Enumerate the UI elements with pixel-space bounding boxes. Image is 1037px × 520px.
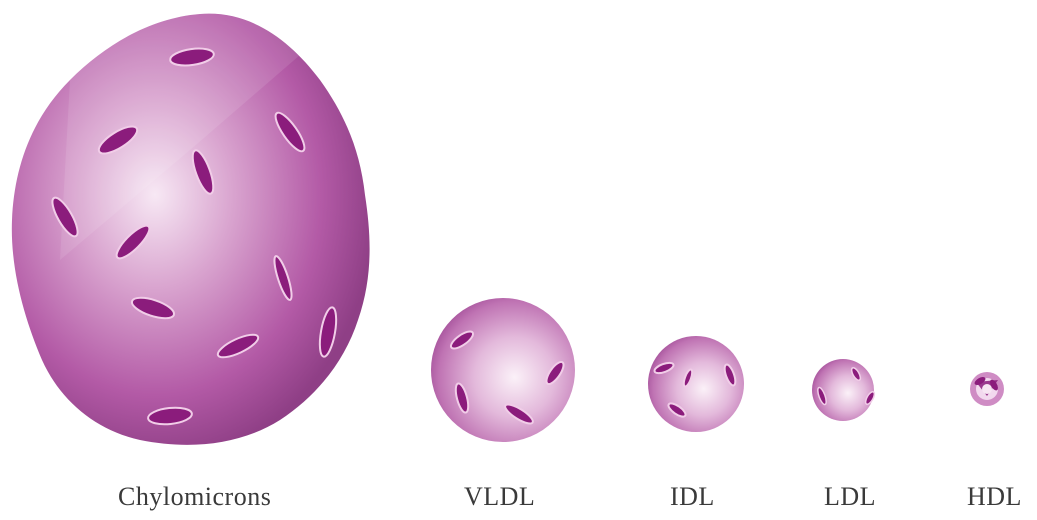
idl-particle (648, 336, 744, 432)
label-idl: IDL (670, 482, 715, 512)
label-hdl: HDL (967, 482, 1022, 512)
label-chylomicrons: Chylomicrons (118, 482, 271, 512)
chylomicron-particle (12, 14, 370, 445)
label-vldl: VLDL (464, 482, 535, 512)
hdl-particle (970, 372, 1004, 406)
ldl-particle (812, 359, 876, 421)
vldl-particle (431, 298, 575, 442)
label-ldl: LDL (824, 482, 876, 512)
